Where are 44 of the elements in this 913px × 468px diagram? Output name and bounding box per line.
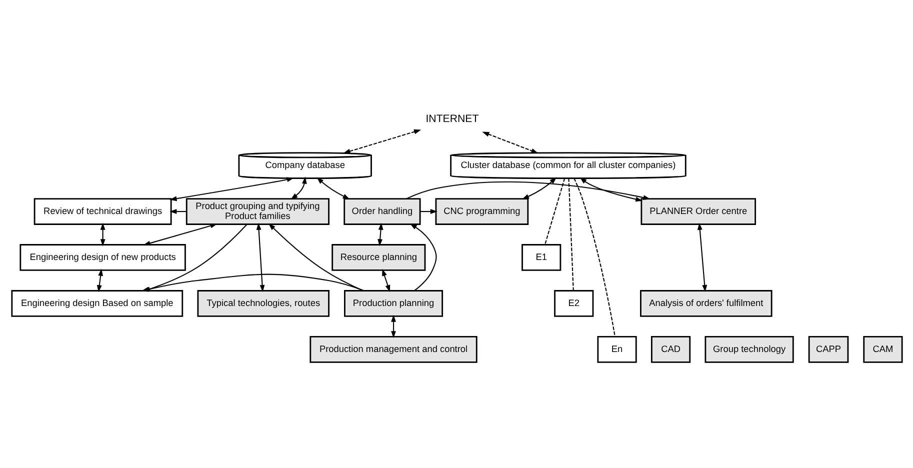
arrow (142, 222, 217, 246)
arrow (268, 222, 363, 291)
connector (573, 178, 616, 336)
node-text: INTERNET (425, 112, 478, 125)
node-box: Production management and control (309, 336, 477, 362)
node-box: E1 (521, 244, 561, 270)
arrow (316, 176, 350, 199)
arrow (342, 128, 421, 154)
arrow (696, 222, 707, 292)
node-box: CAPP (808, 336, 848, 362)
arrow (96, 268, 103, 292)
arrow (420, 208, 437, 214)
node-box: Typical technologies, routes (196, 290, 329, 316)
arrow (290, 176, 306, 200)
arrow (382, 268, 390, 292)
node-box: Product grouping and typifying Product families (185, 198, 329, 224)
arrow (521, 176, 556, 199)
arrow (169, 208, 186, 214)
node-box: Engineering design Based on sample (10, 290, 183, 316)
connector (568, 178, 574, 290)
node-box: Group technology (704, 336, 794, 362)
arrow (406, 180, 650, 200)
arrow (256, 222, 264, 292)
node-box: Production planning (344, 290, 443, 316)
node-box: Analysis of orders' fulfilment (640, 290, 772, 316)
node-box: Resource planning (331, 244, 426, 270)
arrow (482, 131, 538, 153)
node-box: Engineering design of new products (19, 244, 186, 270)
node-box: E2 (554, 290, 594, 316)
arrow (377, 222, 383, 246)
arrow (390, 314, 396, 338)
node-box: En (596, 336, 636, 362)
arrow (579, 176, 642, 202)
node-box: CAM (862, 336, 902, 362)
connector (544, 178, 565, 244)
arrow (142, 224, 247, 291)
node-box: PLANNER Order centre (640, 198, 756, 224)
arrow (409, 222, 436, 290)
node-box: Order handling (343, 198, 420, 224)
arrow (100, 222, 105, 246)
node-box: CNC programming (434, 198, 528, 224)
node-box: Review of technical drawings (33, 198, 172, 224)
arrow (169, 176, 294, 201)
node-box: CAD (650, 336, 690, 362)
